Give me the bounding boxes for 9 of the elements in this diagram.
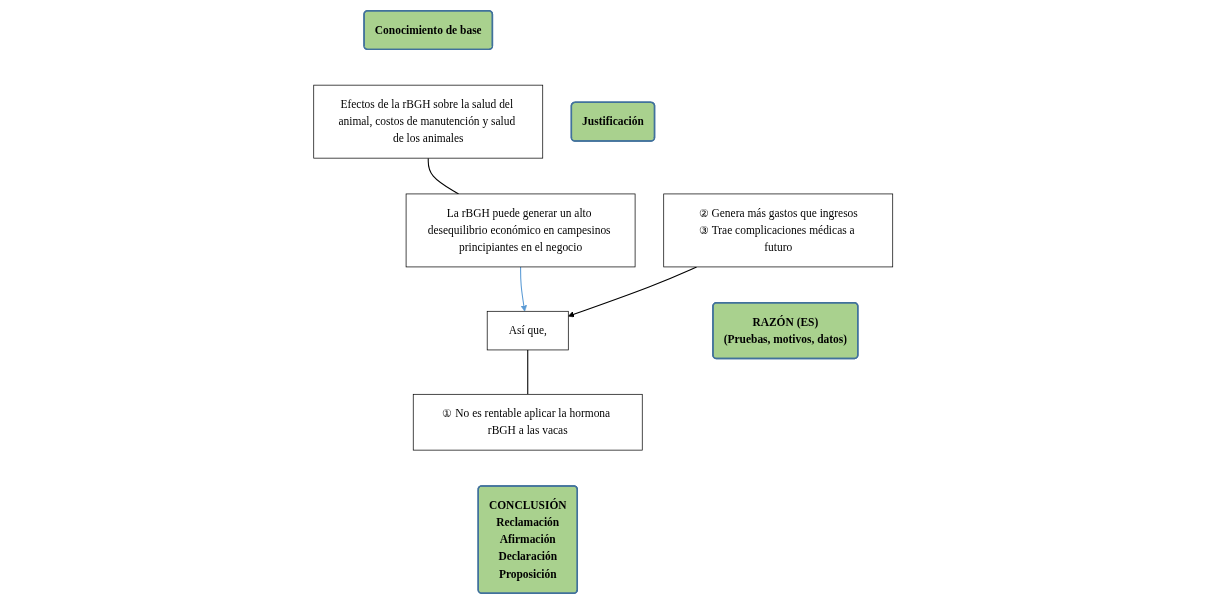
node-box: Así que, — [486, 310, 569, 351]
node-box: La rBGH puede generar un alto desequilibrio económico en campesinos principiantes en el negocio — [405, 193, 636, 268]
node-box: ① No es rentable aplicar la hormona rBGH a las vacas — [412, 393, 643, 451]
connector — [427, 157, 459, 195]
node-box: ② Genera más gastos que ingresos ③ Trae complicaciones médicas a futuro — [663, 193, 893, 268]
arrow — [567, 266, 697, 318]
connector — [526, 349, 529, 395]
node-box: Efectos de la rBGH sobre la salud del animal, costos de manutención y salud de los animales — [313, 84, 543, 159]
arrow — [519, 266, 527, 312]
